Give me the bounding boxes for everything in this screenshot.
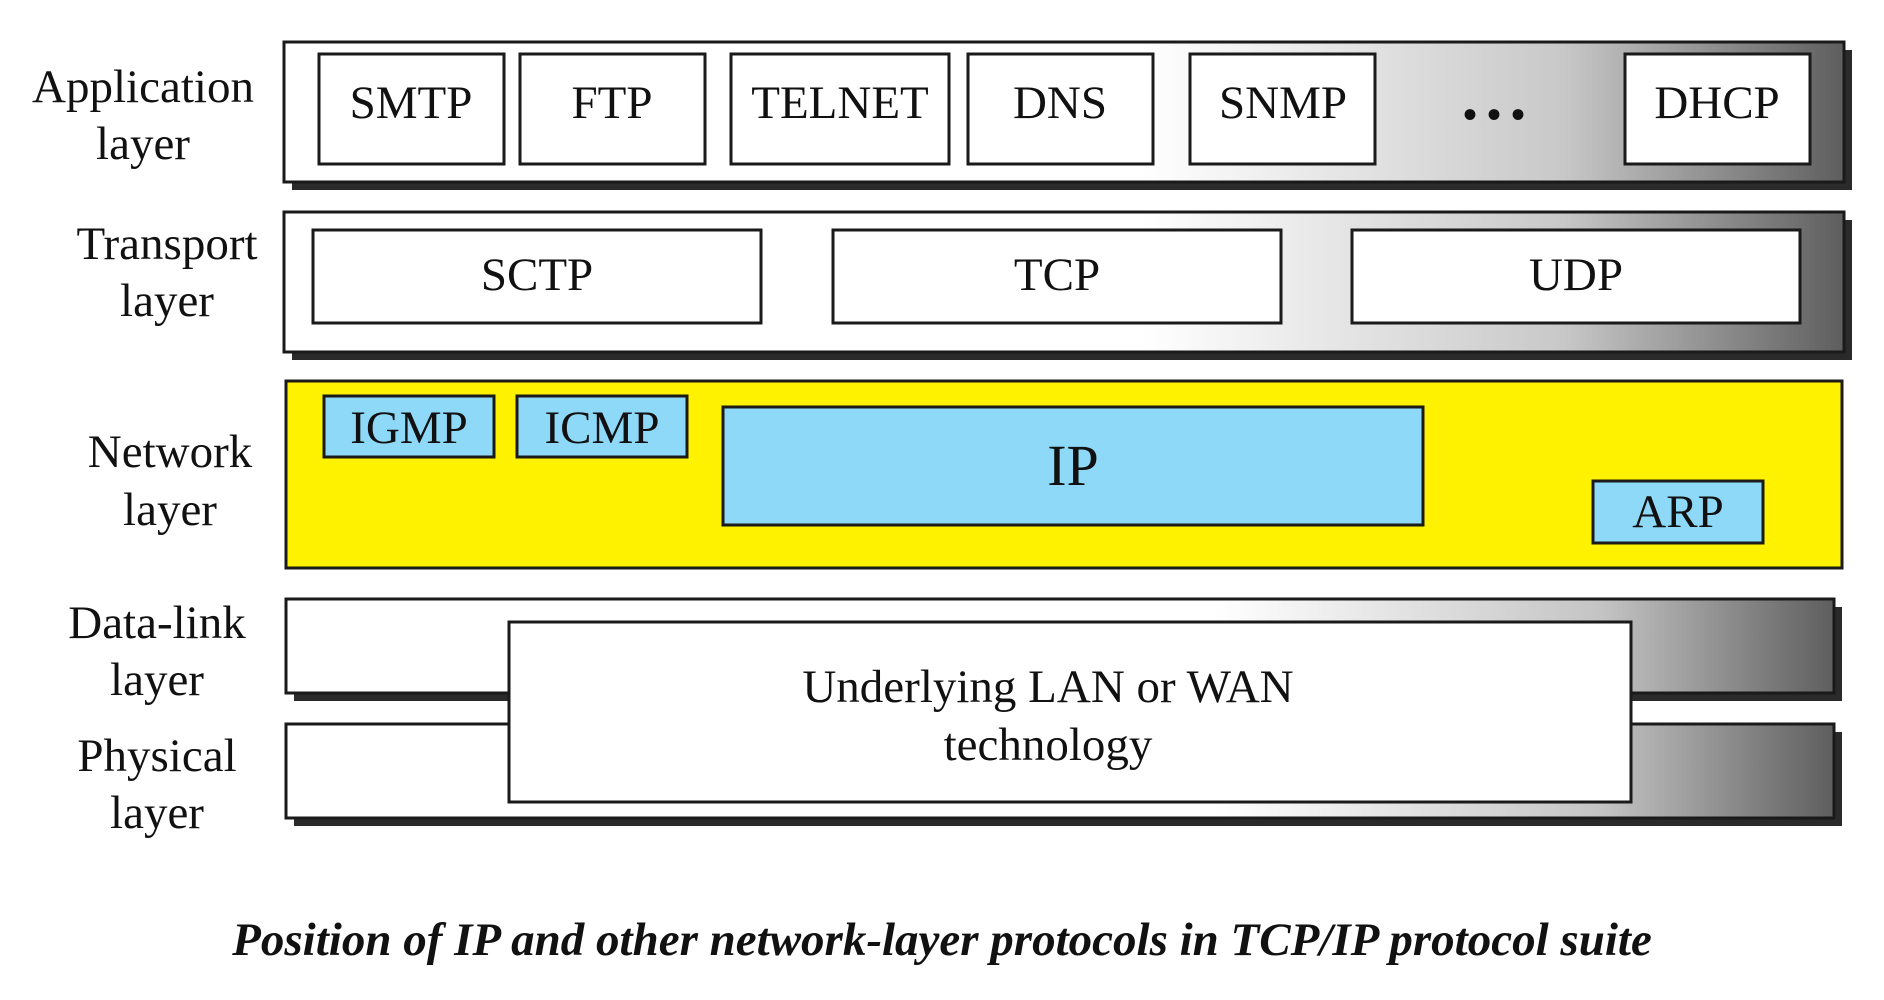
datalink-layer-label-2: layer (110, 654, 204, 706)
physical-layer-label-2: layer (110, 787, 204, 839)
figure-caption: Position of IP and other network-layer p… (231, 914, 1652, 966)
network-layer-band: IGMP ICMP IP ARP (284, 379, 1844, 570)
sctp-box (311, 228, 763, 325)
transport-layer-band: SCTP TCP UDP (282, 210, 1852, 360)
application-layer-label-2: layer (96, 118, 190, 170)
igmp-box (322, 394, 496, 459)
ip-label: IP (1047, 433, 1099, 498)
underlying-label-1: Underlying LAN or WAN (802, 661, 1293, 713)
network-layer-label: Network (88, 426, 253, 478)
application-layer-label: Application (32, 61, 254, 113)
application-layer-band: SMTP FTP TELNET DNS SNMP • • • DHCP (282, 40, 1852, 190)
sctp-label: SCTP (481, 249, 593, 301)
smtp-label: SMTP (350, 77, 473, 129)
ftp-label: FTP (572, 77, 653, 129)
tcp-box (831, 228, 1283, 325)
underlying-label-2: technology (944, 719, 1153, 771)
udp-box (1350, 228, 1802, 325)
physical-layer-label: Physical (77, 730, 236, 782)
snmp-box (1188, 52, 1377, 166)
ip-box (721, 405, 1425, 527)
smtp-box (317, 52, 506, 166)
dhcp-box (1623, 52, 1812, 166)
tcp-label: TCP (1014, 249, 1100, 301)
layer-labels: Application layer Transport layer Networ… (32, 61, 257, 839)
dhcp-label: DHCP (1654, 77, 1779, 129)
dns-label: DNS (1013, 77, 1107, 129)
underlying-technology-box: Underlying LAN or WAN technology (507, 620, 1633, 804)
arp-box (1591, 479, 1765, 545)
network-layer-label-2: layer (123, 484, 217, 536)
datalink-layer-label: Data-link (68, 597, 246, 649)
udp-label: UDP (1529, 249, 1623, 301)
igmp-label: IGMP (350, 402, 468, 454)
telnet-label: TELNET (751, 77, 929, 129)
telnet-box (729, 52, 951, 166)
snmp-label: SNMP (1219, 77, 1347, 129)
ftp-box (518, 52, 707, 166)
transport-layer-label-2: layer (120, 275, 214, 327)
ellipsis-label: • • • (1463, 92, 1525, 137)
icmp-box (515, 394, 689, 459)
icmp-label: ICMP (545, 402, 660, 454)
arp-label: ARP (1632, 486, 1723, 538)
dns-box (966, 52, 1155, 166)
transport-layer-label: Transport (76, 218, 257, 270)
